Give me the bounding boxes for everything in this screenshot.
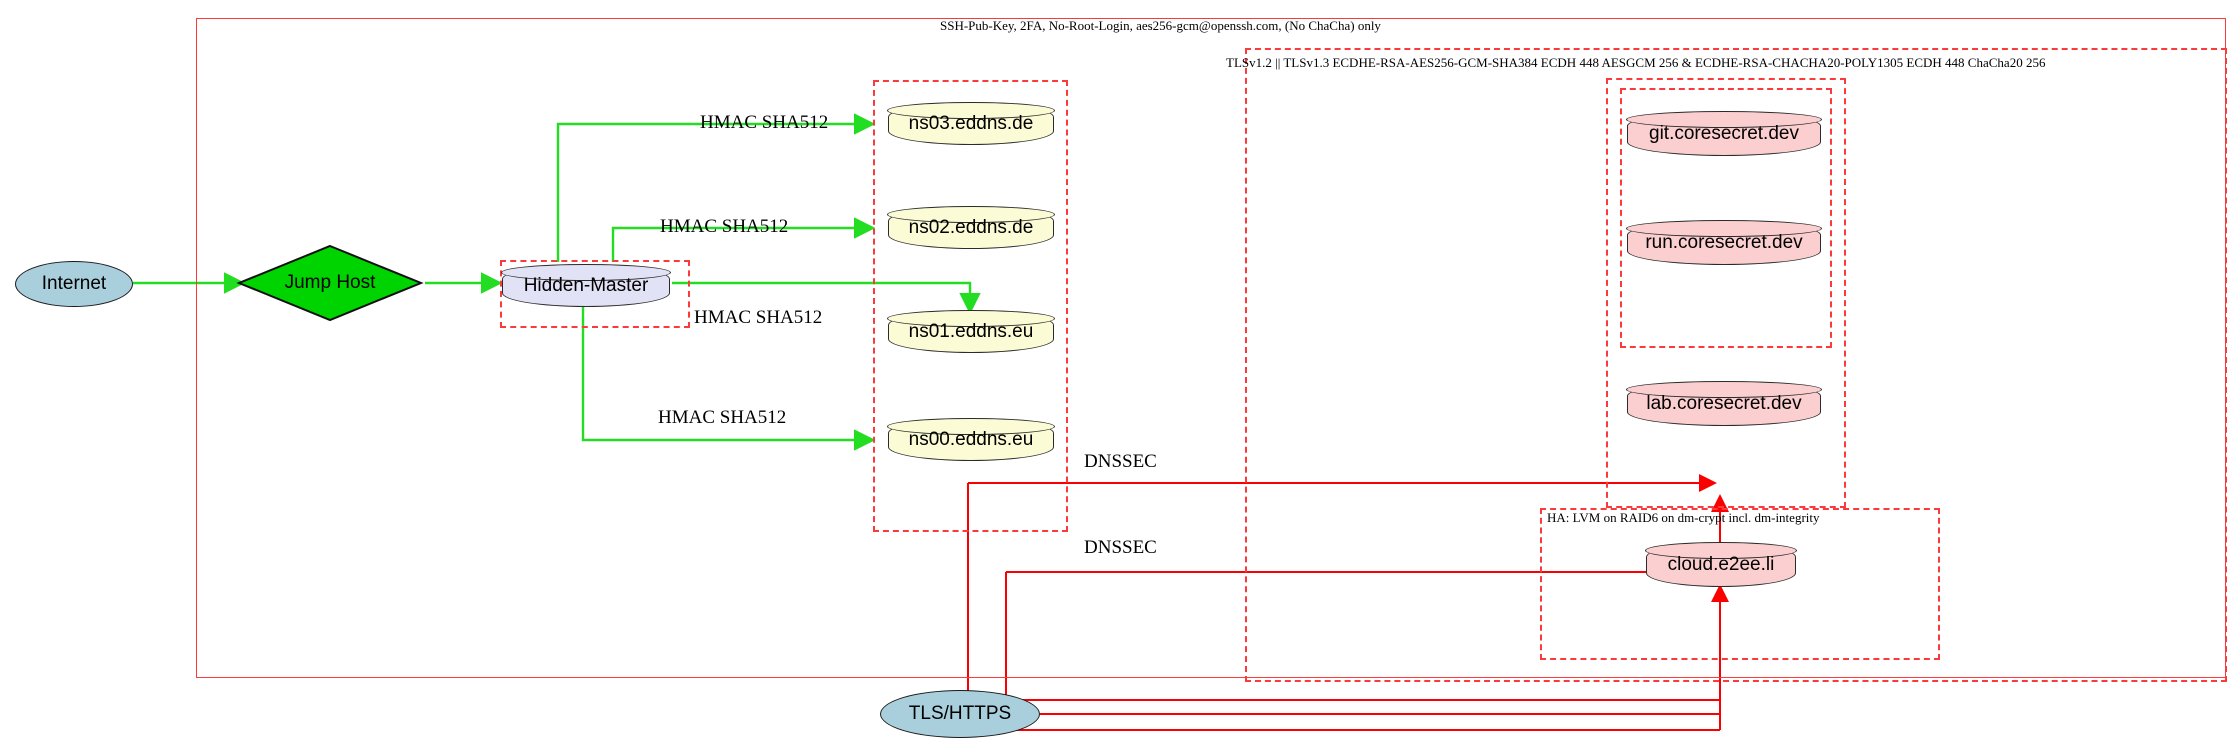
edge-label-hmac-ns01: HMAC SHA512 — [694, 307, 823, 328]
cluster-hidden-master — [500, 260, 690, 328]
node-ns00[interactable]: ns00.eddns.eu — [887, 418, 1055, 461]
node-run-coresecret[interactable]: run.coresecret.dev — [1626, 220, 1822, 265]
edge-label-hmac-ns00: HMAC SHA512 — [658, 407, 787, 428]
node-hidden-master[interactable]: Hidden-Master — [501, 264, 671, 307]
cluster-nameservers — [873, 80, 1068, 532]
cluster-ha — [1540, 508, 1940, 660]
edge-label-dnssec-upper: DNSSEC — [1084, 451, 1157, 472]
node-ns02-label: ns02.eddns.de — [908, 217, 1034, 238]
tls-policy-label: TLSv1.2 || TLSv1.3 ECDHE-RSA-AES256-GCM-… — [1226, 55, 2046, 70]
edge-hiddenmaster-ns00 — [581, 305, 876, 451]
node-jump-host[interactable]: Jump Host — [239, 246, 421, 320]
node-cloud-e2ee[interactable]: cloud.e2ee.li — [1645, 542, 1797, 587]
cluster-coresecret-inner — [1620, 88, 1832, 348]
node-ns01-label: ns01.eddns.eu — [908, 321, 1034, 342]
edge-label-hmac-ns03: HMAC SHA512 — [700, 112, 829, 133]
node-internet-label: Internet — [41, 273, 107, 294]
jump-host-diamond — [236, 244, 424, 322]
node-hidden-master-label: Hidden-Master — [523, 275, 649, 296]
node-ns03[interactable]: ns03.eddns.de — [887, 102, 1055, 145]
node-ns01[interactable]: ns01.eddns.eu — [887, 310, 1055, 353]
edge-hiddenmaster-ns02 — [611, 217, 876, 262]
node-git-coresecret-label: git.coresecret.dev — [1649, 123, 1799, 144]
node-tls-https[interactable]: TLS/HTTPS — [880, 690, 1040, 738]
node-git-coresecret[interactable]: git.coresecret.dev — [1626, 111, 1822, 156]
node-run-coresecret-label: run.coresecret.dev — [1645, 232, 1803, 253]
cluster-coresecret-outer — [1606, 78, 1846, 508]
edge-label-dnssec-lower: DNSSEC — [1084, 537, 1157, 558]
edge-label-hmac-ns02: HMAC SHA512 — [660, 216, 789, 237]
node-internet[interactable]: Internet — [15, 261, 133, 307]
node-lab-coresecret-label: lab.coresecret.dev — [1646, 393, 1802, 414]
node-jump-host-label: Jump Host — [284, 272, 376, 293]
node-ns03-label: ns03.eddns.de — [908, 113, 1034, 134]
node-tls-https-label: TLS/HTTPS — [908, 703, 1012, 724]
node-ns02[interactable]: ns02.eddns.de — [887, 206, 1055, 249]
node-cloud-e2ee-label: cloud.e2ee.li — [1667, 554, 1775, 575]
node-lab-coresecret[interactable]: lab.coresecret.dev — [1626, 381, 1822, 426]
ssh-policy-label: SSH-Pub-Key, 2FA, No-Root-Login, aes256-… — [940, 18, 1381, 33]
node-ns00-label: ns00.eddns.eu — [908, 429, 1034, 450]
ha-policy-label: HA: LVM on RAID6 on dm-crypt incl. dm-in… — [1547, 510, 1820, 525]
cluster-tls — [1245, 48, 2227, 682]
edge-hiddenmaster-ns03 — [556, 113, 876, 262]
edge-hiddenmaster-ns01 — [672, 281, 981, 315]
